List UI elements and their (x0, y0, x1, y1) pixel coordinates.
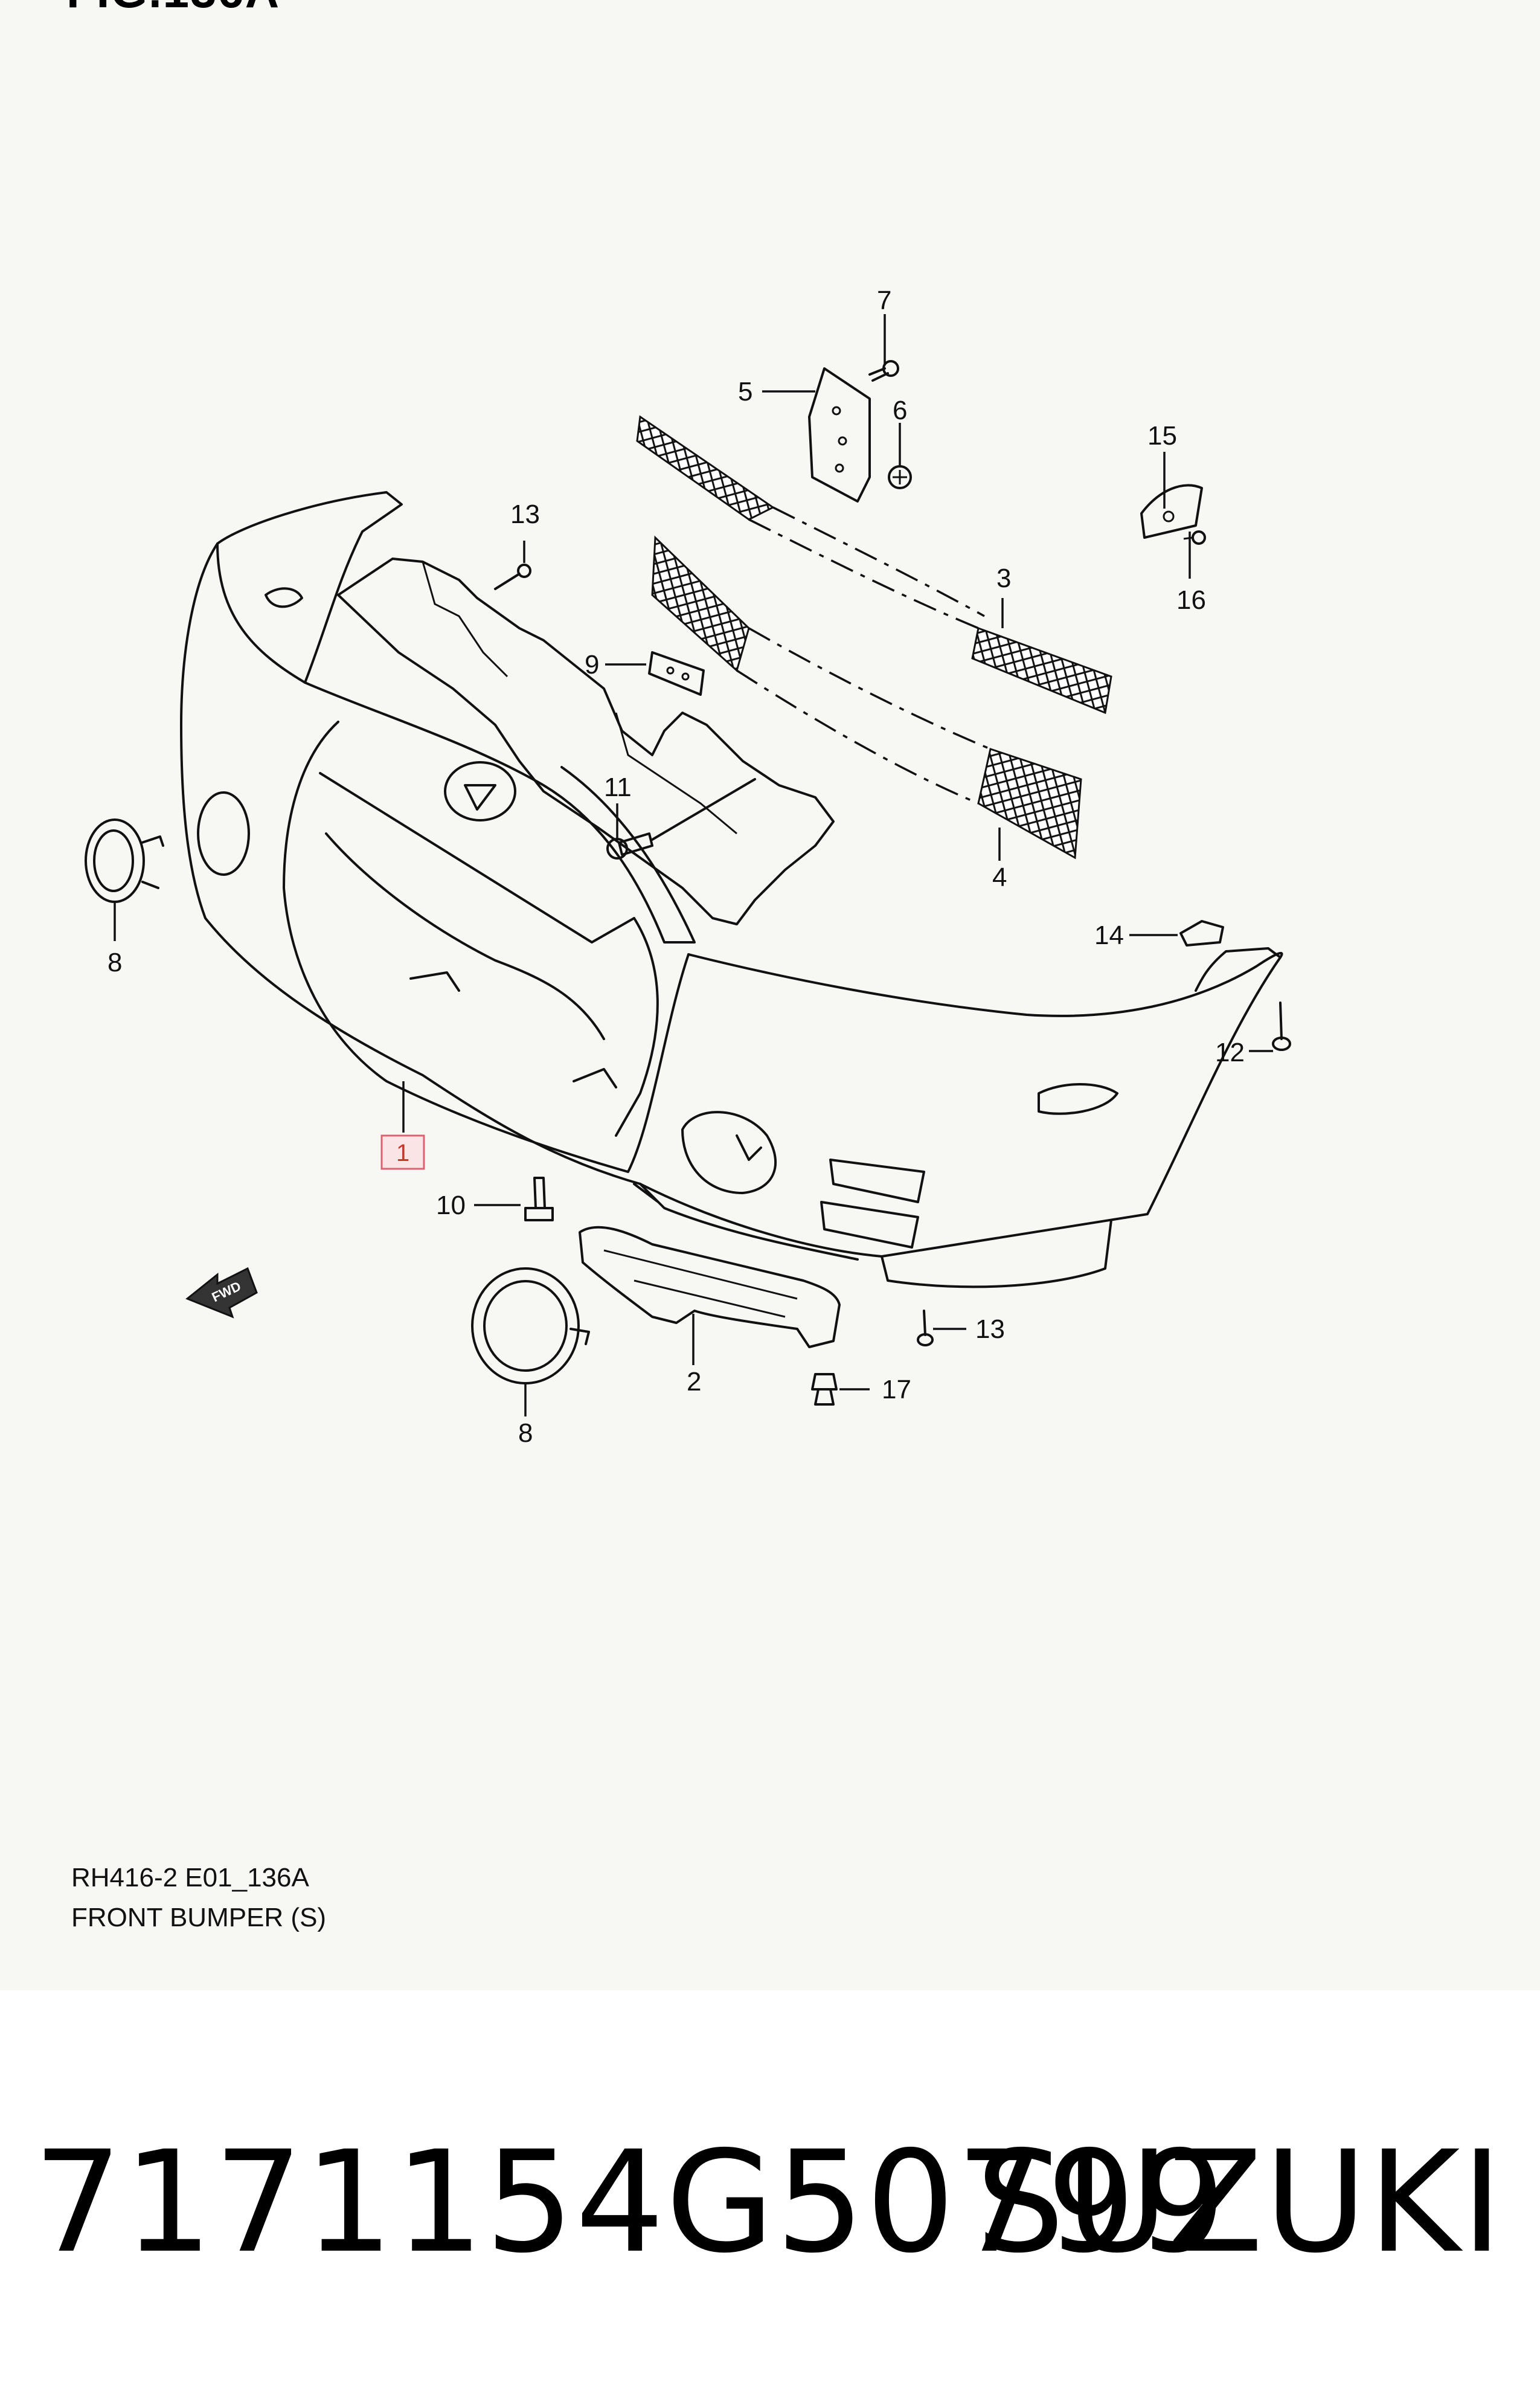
callout-labels: 7 5 6 15 16 3 4 13 9 11 8 14 12 1 10 2 1… (107, 286, 1245, 1448)
bolt-10 (524, 1177, 554, 1221)
fog-bezel-8-lower (471, 1267, 590, 1384)
grille-meshes (636, 415, 1112, 860)
upper-reinforcement (337, 558, 835, 925)
forward-arrow: FWD (185, 1267, 258, 1319)
callout-9: 9 (585, 650, 599, 680)
bracket-15 (1140, 484, 1203, 539)
callout-13-upper: 13 (510, 500, 540, 529)
bumper-cover (180, 491, 1283, 1288)
callout-7: 7 (877, 286, 891, 315)
bolt-7 (868, 360, 899, 382)
callout-8-lower: 8 (518, 1418, 533, 1448)
callout-12: 12 (1215, 1038, 1245, 1067)
callout-17: 17 (882, 1375, 911, 1404)
brand-name: SUZUKI (975, 2121, 1504, 2284)
callout-2: 2 (687, 1367, 701, 1397)
screw-13-lower (917, 1310, 934, 1346)
callout-11: 11 (604, 773, 632, 802)
callout-1: 1 (396, 1140, 409, 1166)
clip-14 (1179, 920, 1224, 947)
fog-bezel-8-left (85, 818, 164, 903)
callout-15: 15 (1147, 421, 1177, 451)
callout-1-highlight (380, 1134, 425, 1170)
callout-16: 16 (1176, 585, 1206, 615)
nut-6 (888, 465, 912, 489)
diagram-panel (0, 0, 1540, 1990)
figure-title: FIG.136A (66, 0, 280, 19)
callout-5: 5 (738, 377, 752, 407)
callout-6: 6 (893, 396, 907, 425)
leader-lines (114, 314, 1273, 1416)
figure-name: FRONT BUMPER (S) (71, 1903, 327, 1932)
screw-16 (1183, 530, 1206, 545)
figure-code: RH416-2 E01_136A (71, 1863, 309, 1892)
exploded-parts-diagram: FWD 7 5 6 15 16 3 4 13 9 11 8 14 (85, 286, 1291, 1448)
screw-13-upper (494, 564, 531, 590)
callout-10: 10 (436, 1191, 466, 1220)
bracket-5 (808, 367, 871, 503)
callout-14: 14 (1094, 921, 1124, 950)
callout-3: 3 (996, 564, 1011, 593)
clip-9 (648, 651, 705, 696)
callout-8-left: 8 (107, 948, 122, 977)
callout-4: 4 (992, 863, 1007, 892)
callout-13-lower: 13 (975, 1314, 1005, 1344)
bolt-11 (606, 778, 756, 860)
screw-12 (1272, 1001, 1291, 1051)
clip-17 (811, 1373, 838, 1406)
part-number: 7171154G50799 (33, 2121, 1228, 2284)
lower-bracket-2 (579, 1226, 841, 1348)
footer: 7171154G50799 SUZUKI (0, 2121, 1540, 2284)
